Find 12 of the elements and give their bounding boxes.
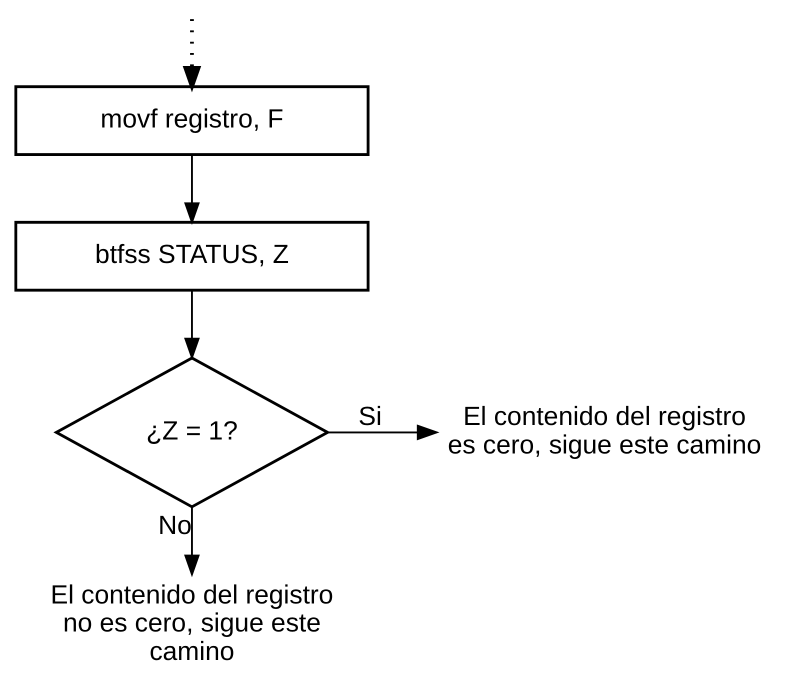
edge-label: Si [358, 400, 382, 431]
edge-label: No [158, 510, 192, 540]
node-diamond: ¿Z = 1? [53, 356, 331, 508]
arrow [182, 18, 202, 92]
arrow [184, 506, 200, 577]
arrow [328, 424, 440, 440]
node-box: btfss STATUS, Z [14, 220, 370, 292]
node-text: El contenido del registro es cero, sigue este camino [448, 400, 762, 459]
arrow [184, 154, 200, 224]
arrow [184, 290, 200, 360]
node-box: movf registro, F [14, 84, 370, 156]
node-text: El contenido del registro no es cero, sigue este camino [50, 578, 334, 666]
